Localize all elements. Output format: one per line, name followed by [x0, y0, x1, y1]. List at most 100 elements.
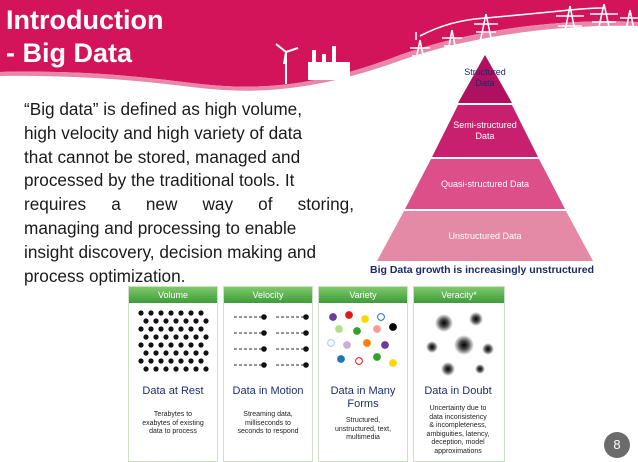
dot-mark: [183, 366, 189, 372]
dot-mark: [188, 342, 194, 348]
dot-mark: [327, 339, 335, 347]
pyramid-tier-unstructured: [377, 211, 593, 261]
desc-line: Uncertainty due to: [429, 405, 487, 412]
dot-grid-icon: [138, 310, 209, 372]
dot-mark: [163, 350, 169, 356]
desc-line: Structured,: [345, 417, 381, 424]
dot-mark: [153, 366, 159, 372]
panel-description: Structured, unstructured, text, multimed…: [321, 417, 405, 443]
dot-mark: [203, 318, 209, 324]
dot-mark: [178, 326, 184, 332]
dot-mark: [198, 326, 204, 332]
panel-header: Variety: [319, 287, 407, 303]
dot-mark: [188, 310, 194, 316]
panel-variety: Variety Data in Many Forms Structured, u…: [318, 286, 408, 462]
dot-mark: [173, 350, 179, 356]
panel-description: Terabytes to exabytes of existing data t…: [131, 411, 215, 437]
wind-turbine-icon: [275, 43, 299, 84]
dot-mark: [183, 334, 189, 340]
dot-mark: [198, 342, 204, 348]
dot-mark: [381, 341, 389, 349]
desc-line: data inconsistency: [429, 413, 487, 421]
dot-mark: [193, 366, 199, 372]
desc-line: unstructured, text,: [334, 425, 392, 433]
blurred-dot: [426, 341, 438, 353]
paragraph-line: processed by the traditional tools. It: [24, 170, 295, 191]
panel-volume: Volume Data at Rest Terabytes to exabyte…: [128, 286, 218, 462]
dot-mark: [193, 350, 199, 356]
dot-mark: [188, 326, 194, 332]
desc-line: milliseconds to: [245, 419, 291, 427]
dot-mark: [343, 341, 351, 349]
dot-mark: [158, 310, 164, 316]
dot-mark: [389, 359, 397, 367]
factory-icon: [308, 46, 350, 80]
dot-mark: [345, 311, 353, 319]
blurred-dot: [469, 312, 483, 326]
subtitle-line: Data in Many: [330, 385, 396, 397]
desc-line: multimedia: [346, 434, 380, 442]
panel-subtitle: Data in Motion: [232, 385, 304, 397]
dot-mark: [138, 358, 144, 364]
dot-mark: [158, 342, 164, 348]
blurred-dot: [454, 335, 474, 355]
dot-mark: [148, 310, 154, 316]
dot-mark: [153, 350, 159, 356]
dot-mark: [138, 342, 144, 348]
dot-mark: [168, 310, 174, 316]
dot-mark: [188, 358, 194, 364]
tier-label: Data: [475, 131, 494, 141]
blurred-dot: [441, 362, 455, 376]
dot-mark: [143, 318, 149, 324]
paragraph-line: that cannot be stored, managed and: [24, 146, 301, 167]
dot-mark: [303, 330, 309, 336]
dot-mark: [158, 326, 164, 332]
desc-line: approximations: [434, 447, 482, 455]
desc-line: & incompleteness,: [429, 422, 487, 430]
panel-header: Volume: [129, 287, 217, 303]
dot-mark: [203, 366, 209, 372]
dot-mark: [193, 334, 199, 340]
page-number-badge: 8: [604, 432, 630, 458]
dot-mark: [335, 325, 343, 333]
dot-mark: [193, 318, 199, 324]
motion-arrows-icon: [234, 314, 309, 368]
dot-mark: [303, 362, 309, 368]
dot-mark: [138, 310, 144, 316]
dot-mark: [355, 357, 363, 365]
header-banner: [0, 0, 638, 91]
blurred-dot: [475, 364, 485, 374]
colored-dots-icon: [327, 311, 397, 367]
title-line-1: Introduction: [6, 5, 164, 35]
dot-mark: [173, 318, 179, 324]
panel-description: Streaming data, milliseconds to seconds …: [226, 411, 310, 437]
paragraph-line: requires a new way of storing,: [24, 194, 354, 215]
dot-mark: [178, 358, 184, 364]
tier-label: Semi-structured: [453, 120, 517, 130]
dot-mark: [143, 334, 149, 340]
desc-line: data to process: [149, 428, 197, 436]
dot-mark: [178, 342, 184, 348]
dot-mark: [153, 318, 159, 324]
dot-mark: [198, 358, 204, 364]
dot-mark: [261, 346, 267, 352]
dot-mark: [163, 366, 169, 372]
dot-mark: [168, 326, 174, 332]
paragraph-line: insight discovery, decision making and: [24, 241, 317, 262]
dot-mark: [163, 334, 169, 340]
panel-velocity: Velocity Data in Motion Streaming data, …: [223, 286, 313, 462]
dot-mark: [373, 325, 381, 333]
dot-mark: [178, 310, 184, 316]
pyramid-tier-semi-structured: [432, 105, 538, 157]
desc-line: Streaming data,: [243, 411, 293, 418]
dot-mark: [148, 342, 154, 348]
panel-veracity: Veracity* Data in Doubt Uncertainty due …: [413, 286, 505, 462]
dot-mark: [168, 358, 174, 364]
pyramid-tier-structured: [458, 55, 512, 103]
tier-label: Quasi-structured Data: [441, 179, 529, 189]
dot-mark: [377, 313, 385, 321]
subtitle-line: Forms: [347, 398, 379, 410]
dot-mark: [389, 323, 397, 331]
dot-mark: [329, 313, 337, 321]
dot-mark: [148, 326, 154, 332]
